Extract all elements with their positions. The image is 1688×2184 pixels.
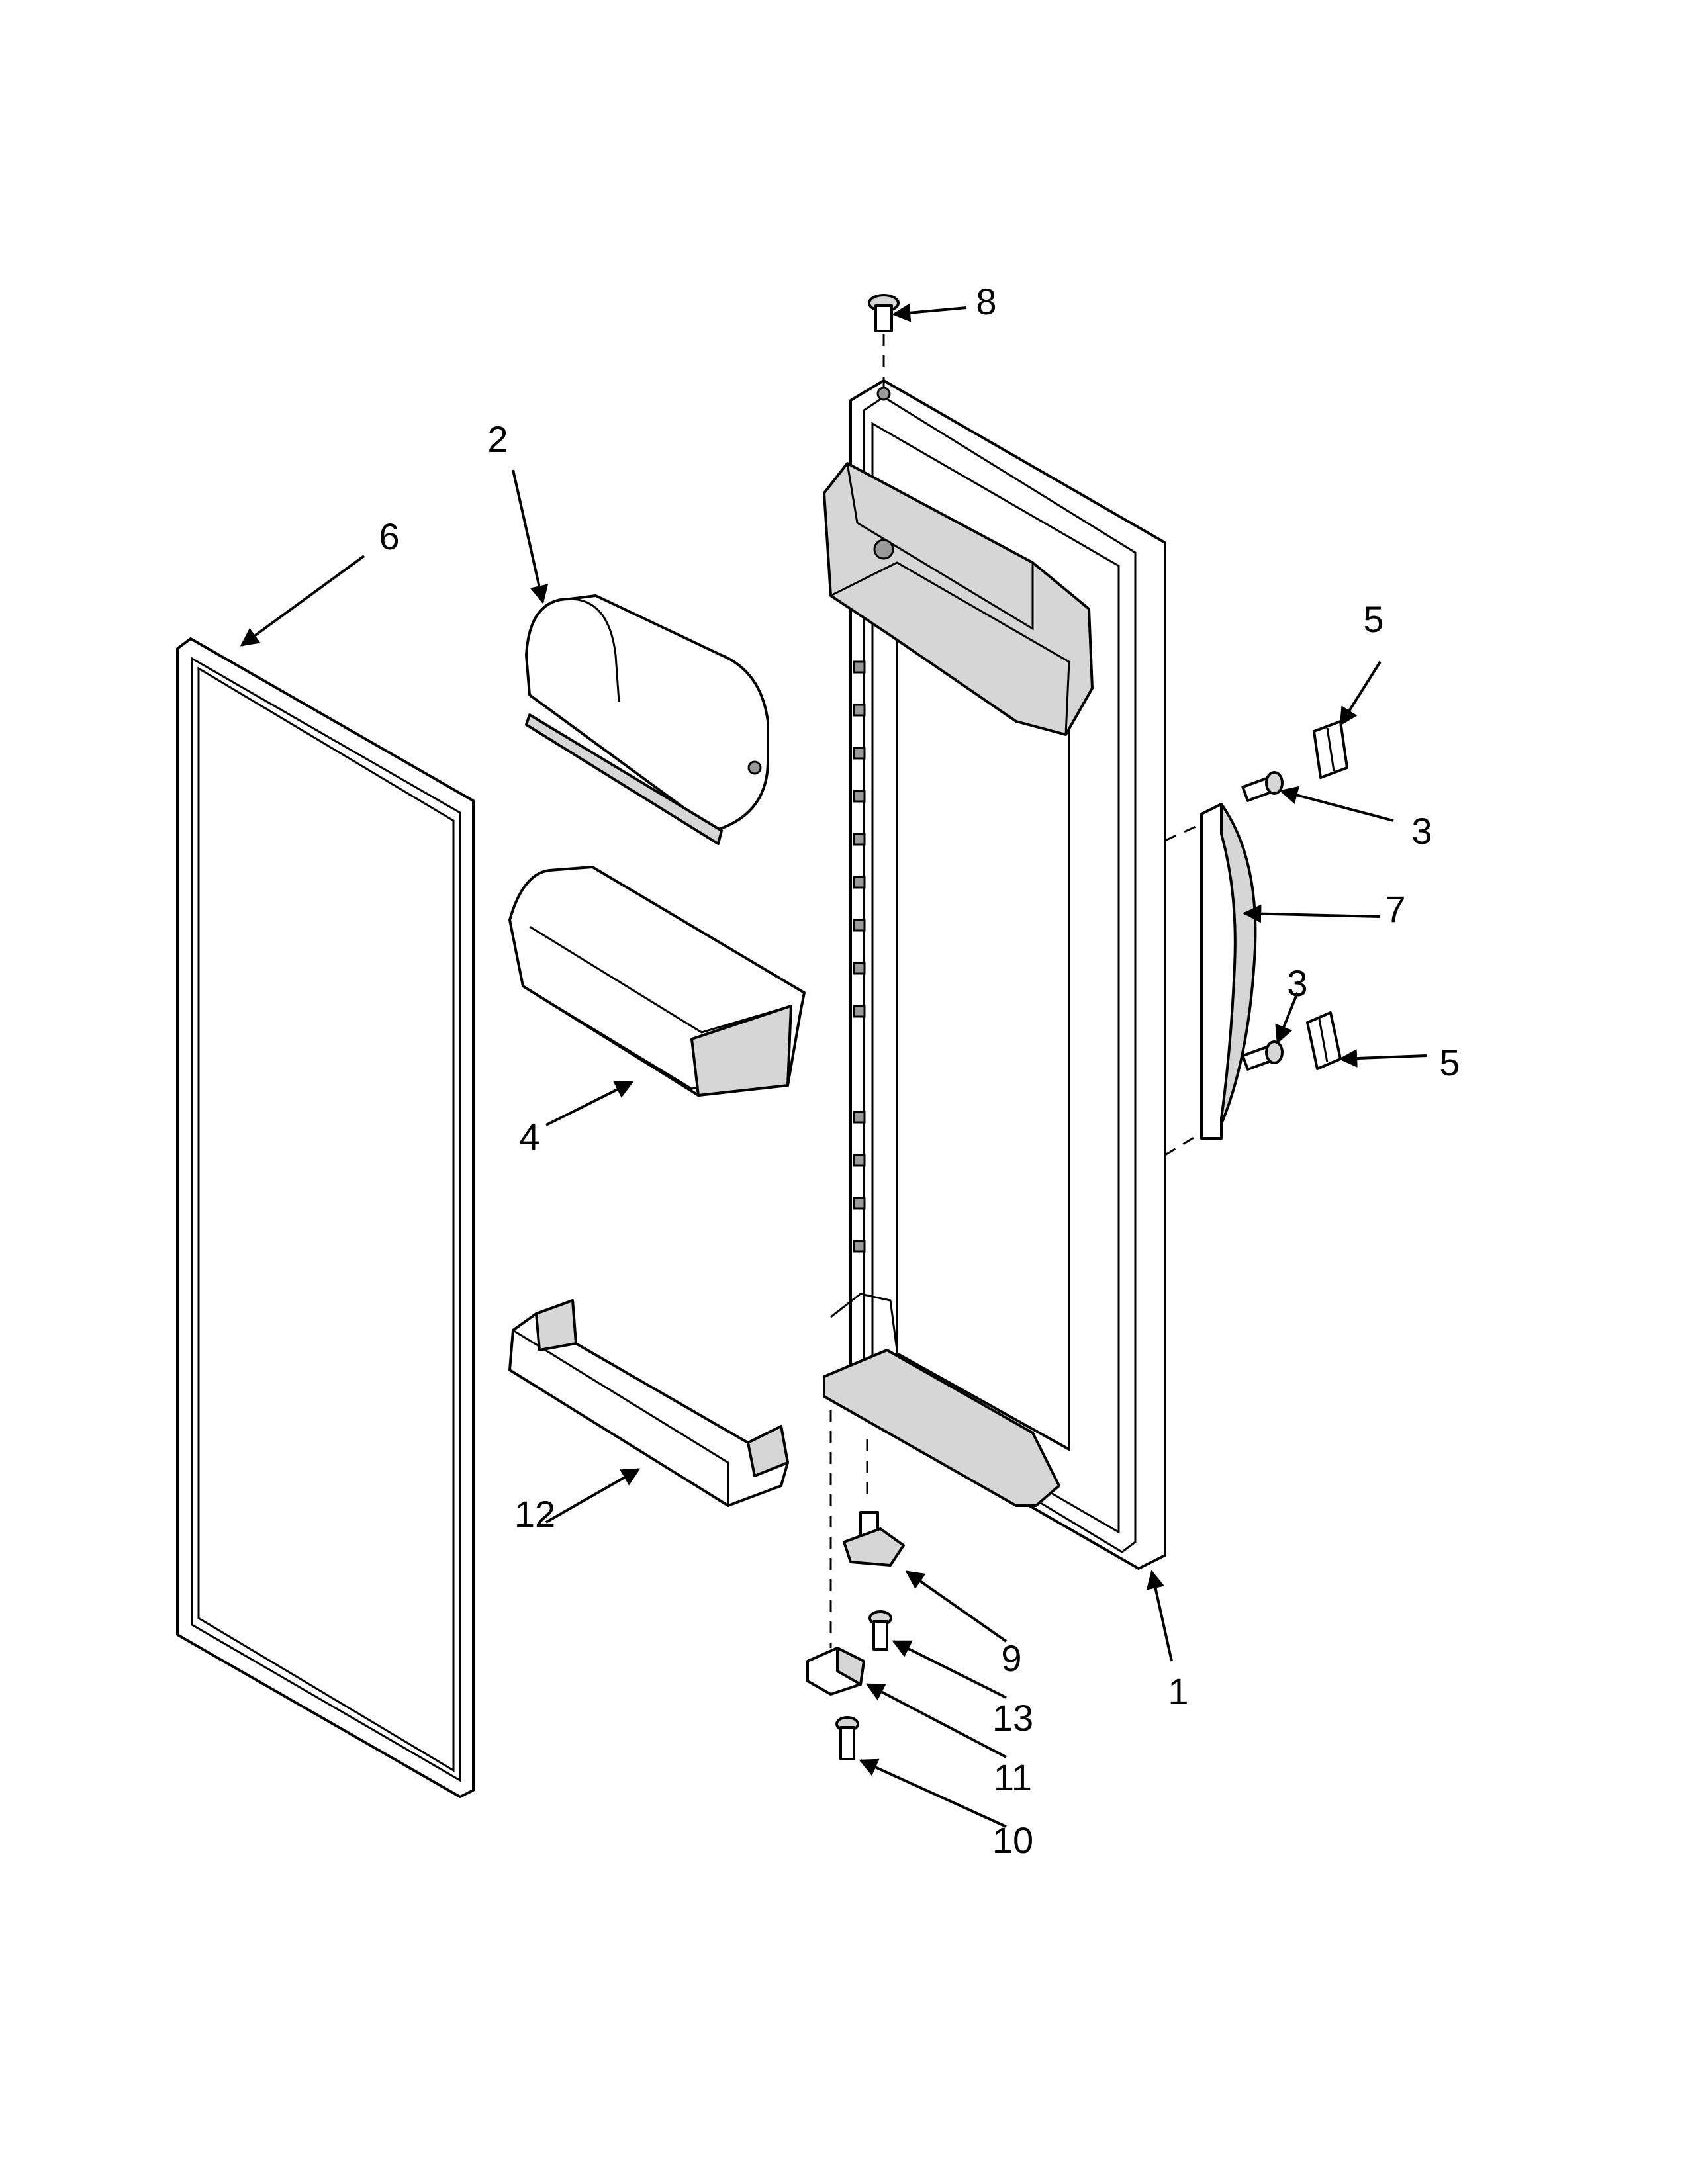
end-cap-upper [1313, 720, 1348, 779]
callout-8: 8 [976, 281, 996, 322]
callout-7: 7 [1385, 888, 1405, 930]
door-stop [806, 1410, 865, 1696]
handle-screw-upper [1241, 771, 1284, 802]
callout-3-lower: 3 [1287, 962, 1307, 1004]
door-bin [508, 866, 806, 1097]
dairy-door [525, 594, 769, 845]
handle-screw-lower [1241, 1040, 1284, 1071]
callout-labels: 8 2 6 5 3 7 3 5 4 12 9 1 13 11 10 [379, 281, 1460, 1861]
callout-9: 9 [1001, 1637, 1021, 1679]
leader-lines [240, 303, 1427, 1828]
callout-3-upper: 3 [1411, 810, 1432, 852]
door-rail [508, 1299, 789, 1507]
refrigerator-door [823, 379, 1166, 1570]
callout-1: 1 [1168, 1670, 1188, 1712]
callout-2: 2 [487, 418, 508, 460]
stop-screw [835, 1716, 859, 1760]
end-cap-lower [1306, 1011, 1342, 1070]
shelf-pegs [853, 660, 866, 1253]
hinge-screw [868, 1610, 892, 1651]
hinge-pin-bracket [843, 1439, 905, 1567]
callout-10: 10 [992, 1819, 1033, 1861]
callout-12: 12 [514, 1493, 555, 1535]
callout-4: 4 [519, 1116, 539, 1158]
callout-13: 13 [992, 1697, 1033, 1739]
callout-5-lower: 5 [1439, 1042, 1460, 1083]
hinge-bushing [868, 294, 900, 390]
callout-11: 11 [994, 1756, 1032, 1798]
door-gasket [176, 637, 475, 1798]
door-handle [1164, 803, 1257, 1156]
callout-6: 6 [379, 516, 399, 557]
callout-5-upper: 5 [1363, 598, 1383, 640]
